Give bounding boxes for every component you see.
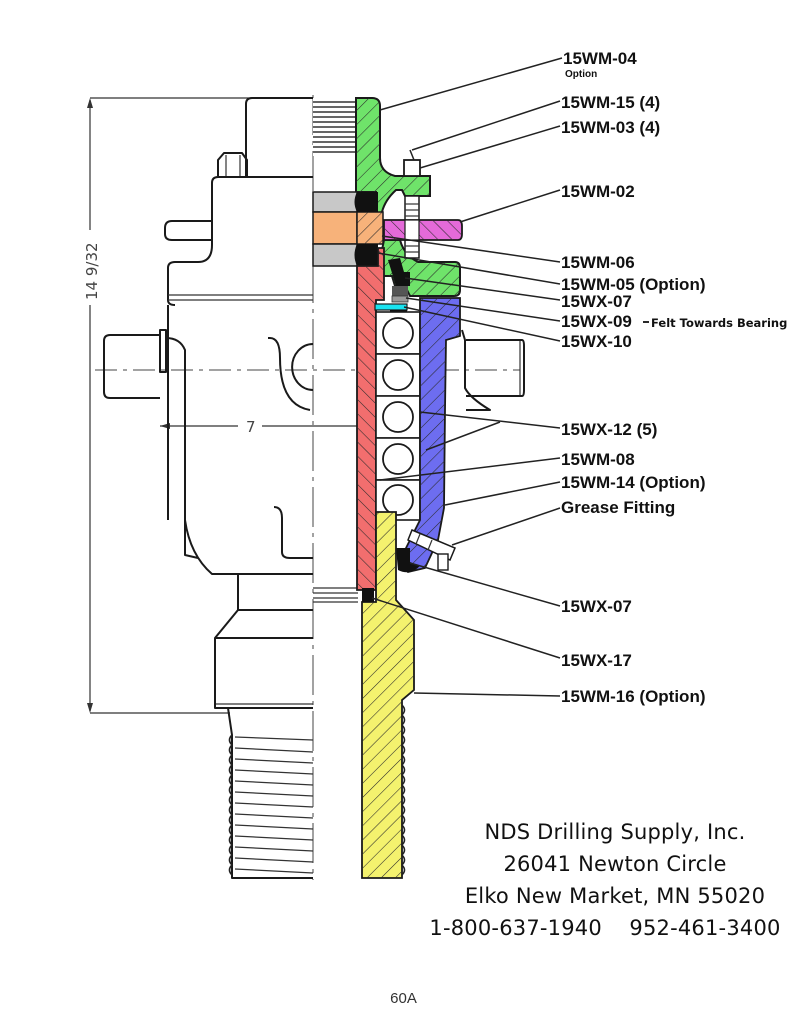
- callout-15wm-14: 15WM-14 (Option): [561, 473, 706, 492]
- leader-lines: [371, 57, 563, 697]
- width-dimension: 7: [160, 418, 380, 436]
- part-15wx-12-bearings: [375, 311, 421, 521]
- callout-15wm-08: 15WM-08: [561, 450, 635, 469]
- page-number: 60A: [390, 990, 417, 1007]
- callout-15wm-02: 15WM-02: [561, 182, 635, 201]
- callout-15wx-07-lower: 15WX-07: [561, 597, 632, 616]
- callout-15wm-15: 15WM-15 (4): [561, 93, 660, 112]
- top-thread: [313, 98, 357, 156]
- callout-15wm-06: 15WM-06: [561, 253, 635, 272]
- callout-labels: 15WM-04 Option 15WM-15 (4) 15WM-03 (4) 1…: [561, 49, 787, 706]
- height-dimension-label: 14 9/32: [83, 242, 101, 300]
- callout-15wx-07-upper: 15WX-07: [561, 292, 632, 311]
- side-port-right: [461, 329, 525, 411]
- callout-15wx-09: 15WX-09: [561, 312, 632, 331]
- part-15wx-09-felt: [374, 303, 408, 311]
- company-phones: 1-800-637-1940 952-461-3400: [429, 916, 781, 940]
- part-15wm-02-nut: [383, 219, 463, 241]
- height-dimension: 14 9/32: [83, 97, 260, 714]
- grease-fitting: [407, 529, 456, 571]
- callout-15wx-09-note: Felt Towards Bearing: [651, 316, 787, 330]
- callout-15wm-03: 15WM-03 (4): [561, 118, 660, 137]
- callout-15wx-12: 15WX-12 (5): [561, 420, 657, 439]
- part-15wm-16-sub: [361, 511, 415, 879]
- exterior-outline: [103, 97, 358, 879]
- callout-grease-fitting: Grease Fitting: [561, 498, 675, 517]
- width-dimension-label: 7: [246, 418, 256, 436]
- callout-15wm-04-note: Option: [565, 69, 597, 80]
- callout-15wm-05: 15WM-05 (Option): [561, 275, 706, 294]
- callout-15wm-16: 15WM-16 (Option): [561, 687, 706, 706]
- company-city: Elko New Market, MN 55020: [464, 884, 766, 908]
- part-15wx-07-lower-seal: [396, 548, 420, 573]
- callout-15wx-17: 15WX-17: [561, 651, 632, 670]
- callout-15wx-10: 15WX-10: [561, 332, 632, 351]
- company-street: 26041 Newton Circle: [503, 852, 727, 876]
- packing-stack: [312, 191, 384, 267]
- company-name: NDS Drilling Supply, Inc.: [484, 820, 746, 844]
- callout-15wm-04: 15WM-04: [563, 49, 637, 68]
